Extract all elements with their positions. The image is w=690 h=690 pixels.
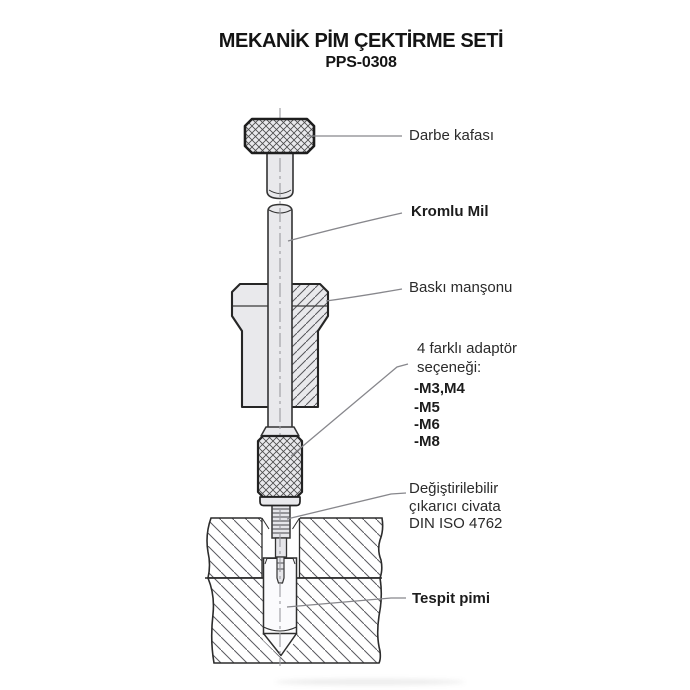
label-adapter-heading: 4 farklı adaptör seçeneği: bbox=[417, 339, 517, 377]
leader-adapter bbox=[290, 363, 409, 457]
page-title: MEKANİK PİM ÇEKTİRME SETİ bbox=[218, 30, 504, 52]
label-fixing-pin: Tespit pimi bbox=[412, 590, 491, 607]
label-adapter-option-m6: -M6 bbox=[414, 416, 440, 433]
label-chrome-shaft: Kromlu Mil bbox=[411, 203, 489, 220]
label-extractor-bolt: Değiştirilebilir çıkarıcı civata DIN ISO… bbox=[409, 480, 502, 533]
label-adapter-option-m8: -M8 bbox=[414, 433, 440, 450]
leader-pressure-sleeve bbox=[325, 288, 403, 302]
leader-extractor-bolt bbox=[286, 492, 407, 520]
adapter-collar bbox=[260, 426, 300, 437]
label-impact-head: Darbe kafası bbox=[409, 127, 495, 144]
bottom-shadow bbox=[275, 679, 465, 685]
label-extractor-bolt-line1: Değiştirilebilir bbox=[409, 480, 499, 497]
label-adapter-heading-line1: 4 farklı adaptör bbox=[417, 340, 518, 357]
label-extractor-bolt-line3: DIN ISO 4762 bbox=[409, 515, 503, 532]
model-number: PPS-0308 bbox=[325, 54, 397, 71]
adapter bbox=[256, 434, 304, 507]
impact-head-stem bbox=[266, 150, 294, 200]
label-adapter-option-m5: -M5 bbox=[414, 399, 440, 416]
label-pressure-sleeve: Baskı manşonu bbox=[409, 279, 513, 296]
label-adapter-option-m3-m4: -M3,M4 bbox=[414, 380, 465, 397]
label-adapter-heading-line2: seçeneği: bbox=[417, 359, 482, 376]
leader-lines bbox=[286, 135, 409, 608]
label-extractor-bolt-line2: çıkarıcı civata bbox=[409, 497, 501, 515]
leader-chrome-shaft bbox=[287, 212, 403, 242]
impact-head bbox=[243, 117, 316, 155]
leader-fixing-pin bbox=[286, 597, 406, 608]
